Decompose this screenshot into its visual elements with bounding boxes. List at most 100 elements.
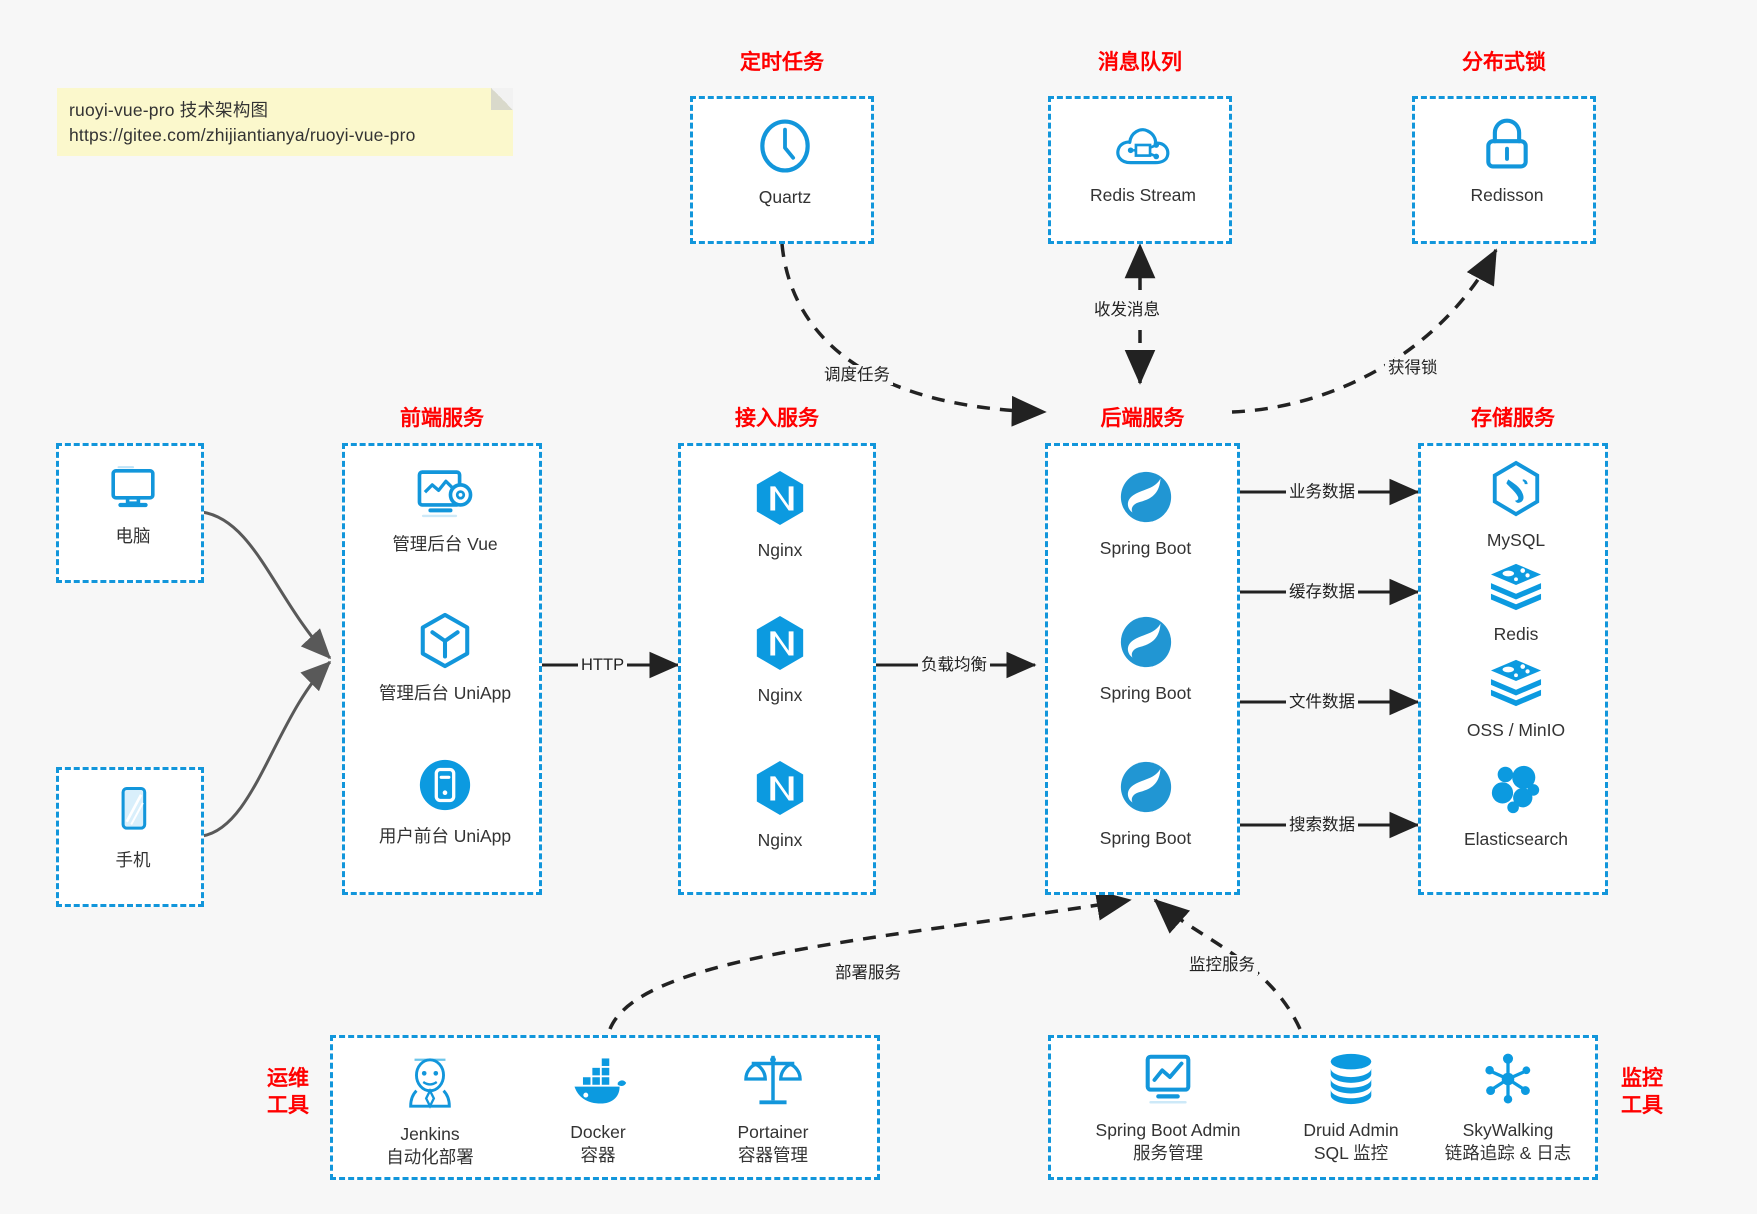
node-spring-boot-2[interactable]: Spring Boot [1048, 613, 1243, 705]
node-label: Quartz [758, 187, 812, 207]
mysql-dolphin-icon [1488, 460, 1544, 523]
node-label: Redisson [1470, 185, 1544, 205]
node-computer[interactable]: 电脑 [59, 460, 207, 548]
group-distributed-lock: Redisson [1412, 96, 1596, 244]
node-spring-boot-1[interactable]: Spring Boot [1048, 468, 1243, 560]
edge-label-schedule-task: 调度任务 [821, 365, 893, 385]
node-jenkins[interactable]: Jenkins 自动化部署 [355, 1052, 505, 1169]
node-spring-boot-admin[interactable]: Spring Boot Admin 服务管理 [1063, 1050, 1273, 1165]
edge-label-search-data: 搜索数据 [1286, 815, 1358, 835]
monitor-title-line1: 监控 [1621, 1067, 1663, 1090]
monitor-title-line2: 工具 [1621, 1094, 1663, 1117]
node-redis-stream[interactable]: Redis Stream [1051, 117, 1235, 207]
node-label: Spring Boot [1099, 538, 1192, 558]
edge-label-http: HTTP [578, 655, 628, 675]
spring-leaf-icon [1117, 758, 1175, 821]
edge-label-monitor-service: 监控服务 [1186, 955, 1258, 975]
app-circle-icon [416, 756, 474, 819]
note-line-url: https://gitee.com/zhijiantianya/ruoyi-vu… [69, 125, 416, 145]
edge-label-send-receive-message: 收发消息 [1091, 300, 1163, 320]
node-label: Nginx [757, 540, 803, 560]
docker-whale-icon [567, 1052, 629, 1115]
group-title-backend-service: 后端服务 [1100, 407, 1185, 430]
node-portainer[interactable]: Portainer 容器管理 [693, 1050, 853, 1167]
node-label: Redis Stream [1089, 185, 1196, 205]
nginx-icon [752, 613, 808, 678]
node-nginx-3[interactable]: Nginx [681, 758, 879, 852]
node-label: Spring Boot [1099, 828, 1192, 848]
node-redisson[interactable]: Redisson [1415, 115, 1599, 207]
nginx-icon [752, 468, 808, 533]
node-label: 电脑 [115, 526, 151, 546]
node-oss-minio[interactable]: OSS / MinIO [1421, 656, 1611, 742]
spring-leaf-icon [1117, 468, 1175, 531]
scales-icon [743, 1050, 803, 1115]
node-elasticsearch[interactable]: Elasticsearch [1421, 761, 1611, 851]
redis-stack-icon [1487, 656, 1545, 713]
node-mysql[interactable]: MySQL [1421, 460, 1611, 552]
note-line-title: ruoyi-vue-pro 技术架构图 [69, 100, 269, 120]
group-storage-service: MySQL Redis [1418, 443, 1608, 895]
group-ops-tools: Jenkins 自动化部署 Docker 容器 [330, 1035, 880, 1180]
node-nginx-1[interactable]: Nginx [681, 468, 879, 562]
group-title-monitor-tools: 监控 工具 [1612, 1065, 1672, 1119]
desktop-icon [106, 460, 160, 519]
group-title-storage-service: 存储服务 [1471, 407, 1555, 430]
node-label: 管理后台 UniApp [378, 683, 512, 703]
node-sublabel: 容器 [580, 1145, 616, 1165]
node-label: Nginx [757, 685, 803, 705]
diagram-note: ruoyi-vue-pro 技术架构图 https://gitee.com/zh… [57, 88, 513, 156]
node-label: Elasticsearch [1463, 829, 1569, 849]
jenkins-butler-icon [401, 1052, 459, 1117]
group-message-queue: Redis Stream [1048, 96, 1232, 244]
edge-label-deploy-service: 部署服务 [832, 963, 904, 983]
node-label: 用户前台 UniApp [378, 826, 512, 846]
node-label: 手机 [115, 850, 151, 870]
node-druid-admin[interactable]: Druid Admin SQL 监控 [1271, 1050, 1431, 1165]
cloud-queue-icon [1113, 117, 1173, 178]
elasticsearch-icon [1488, 761, 1544, 822]
node-admin-uniapp[interactable]: 管理后台 UniApp [345, 611, 545, 705]
group-title-scheduled-task: 定时任务 [740, 51, 824, 74]
spring-leaf-icon [1117, 613, 1175, 676]
dashboard-gear-icon [414, 466, 476, 527]
group-backend-service: Spring Boot Spring Boot Spring Boot [1045, 443, 1240, 895]
node-sublabel: 自动化部署 [386, 1147, 474, 1167]
node-admin-vue[interactable]: 管理后台 Vue [345, 466, 545, 556]
node-docker[interactable]: Docker 容器 [523, 1052, 673, 1167]
node-redis[interactable]: Redis [1421, 560, 1611, 646]
nginx-icon [752, 758, 808, 823]
edge-label-acquire-lock: 获得锁 [1385, 358, 1441, 378]
node-sublabel: 服务管理 [1133, 1143, 1203, 1163]
cube-icon [416, 611, 474, 676]
node-sublabel: 链路追踪 & 日志 [1444, 1143, 1572, 1163]
group-title-frontend-service: 前端服务 [400, 407, 484, 430]
monitor-chart-icon [1139, 1050, 1197, 1113]
node-label: Spring Boot [1099, 683, 1192, 703]
node-skywalking[interactable]: SkyWalking 链路追踪 & 日志 [1423, 1050, 1593, 1165]
node-label: 管理后台 Vue [392, 534, 498, 554]
node-quartz[interactable]: Quartz [693, 117, 877, 209]
note-fold-icon [491, 88, 513, 110]
clock-icon [756, 117, 814, 180]
node-user-uniapp[interactable]: 用户前台 UniApp [345, 756, 545, 848]
group-monitor-tools: Spring Boot Admin 服务管理 Druid Admin SQL 监… [1048, 1035, 1598, 1180]
node-label: Portainer [737, 1122, 809, 1142]
group-title-distributed-lock: 分布式锁 [1462, 51, 1546, 74]
edge-label-load-balance: 负载均衡 [918, 655, 990, 675]
node-nginx-2[interactable]: Nginx [681, 613, 879, 707]
ops-title-line1: 运维 [267, 1067, 309, 1090]
node-label: Nginx [757, 830, 803, 850]
group-client-phone: 手机 [56, 767, 204, 907]
lock-icon [1479, 115, 1535, 178]
node-label: Spring Boot Admin [1095, 1120, 1241, 1140]
node-phone[interactable]: 手机 [59, 784, 207, 872]
node-sublabel: 容器管理 [738, 1145, 808, 1165]
redis-stack-icon [1487, 560, 1545, 617]
node-spring-boot-3[interactable]: Spring Boot [1048, 758, 1243, 850]
group-scheduled-task: Quartz [690, 96, 874, 244]
group-frontend-service: 管理后台 Vue 管理后台 UniApp 用户前台 UniApp [342, 443, 542, 895]
mobile-icon [107, 784, 159, 843]
group-access-service: Nginx Nginx Nginx [678, 443, 876, 895]
database-icon [1323, 1050, 1379, 1113]
